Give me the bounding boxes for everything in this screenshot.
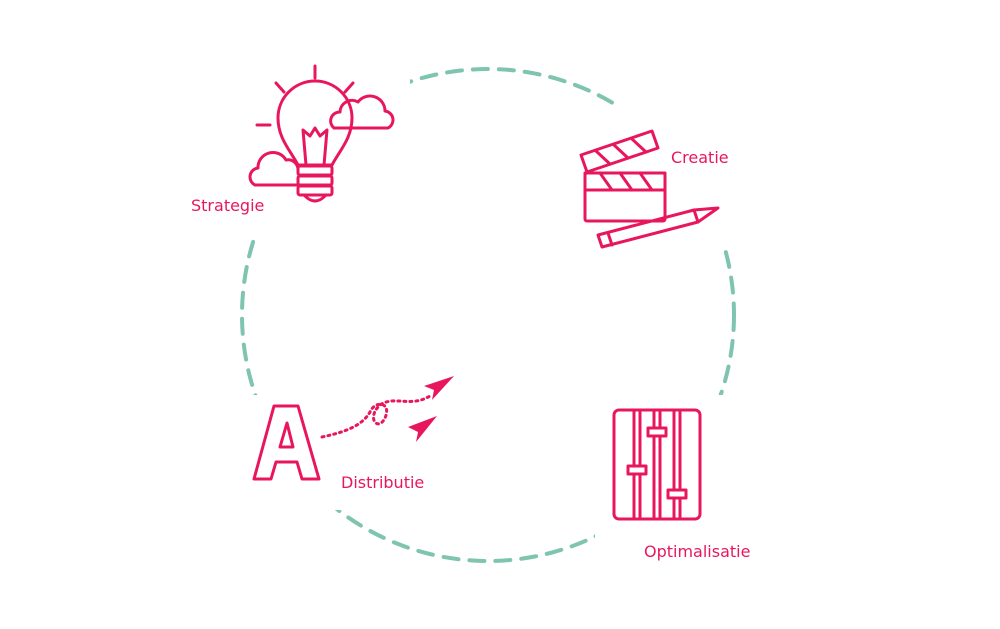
step-label-creatie: Creatie — [671, 148, 729, 167]
clapperboard-pencil-icon — [579, 129, 720, 249]
cycle-ring — [240, 67, 736, 563]
lightbulb-clouds-icon — [248, 64, 395, 203]
letter-a-paper-planes-icon — [252, 376, 454, 481]
step-label-strategie: Strategie — [191, 196, 265, 215]
sliders-panel-icon — [612, 408, 702, 521]
step-label-distributie: Distributie — [341, 473, 425, 492]
step-label-optimalisatie: Optimalisatie — [644, 542, 751, 561]
ring-gaps — [185, 58, 780, 555]
